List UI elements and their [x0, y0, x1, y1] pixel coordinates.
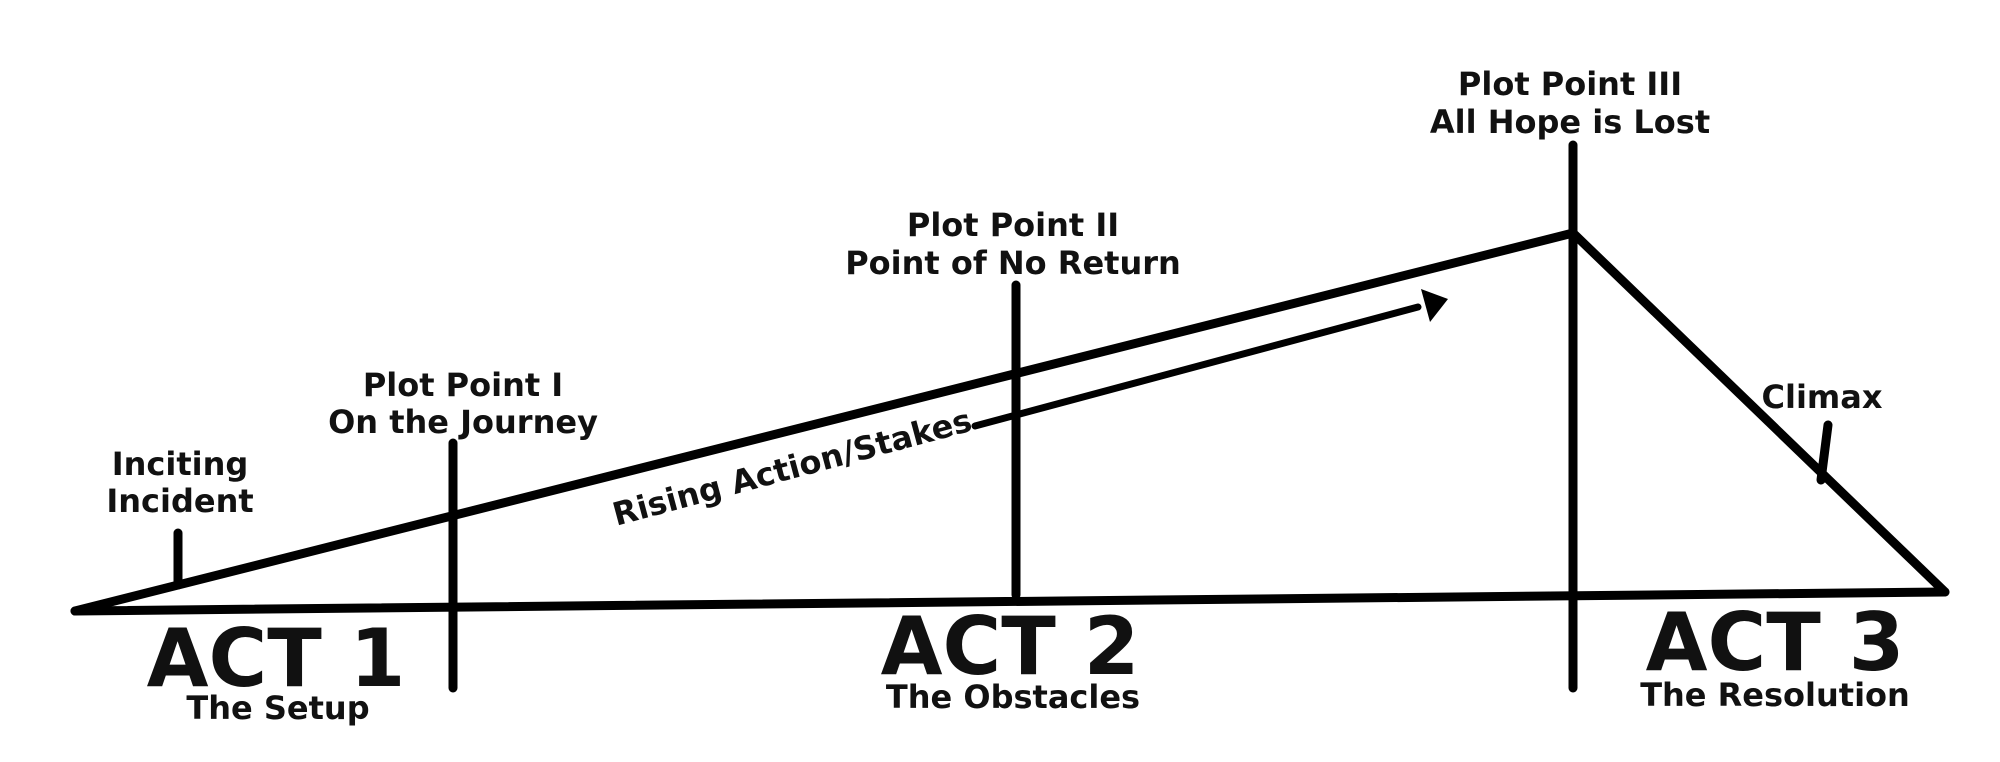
act-2-title: ACT 2	[881, 600, 1140, 693]
act-1-title: ACT 1	[147, 612, 406, 705]
act-3-title: ACT 3	[1646, 596, 1905, 689]
falling-line	[1568, 228, 1950, 597]
act-3-subtitle: The Resolution	[1640, 676, 1910, 714]
plot-point-2-label-line1: Plot Point II	[907, 206, 1119, 244]
baseline	[70, 587, 1950, 616]
climax-marker	[1816, 420, 1833, 485]
climax-label: Climax	[1762, 378, 1883, 416]
rising-action-label: Rising Action/Stakes	[609, 401, 976, 533]
inciting-incident-label-line1: Inciting	[112, 445, 249, 483]
plot-point-2-label-line2: Point of No Return	[845, 244, 1181, 282]
rising-action-arrow-head	[1421, 289, 1448, 322]
rising-line	[70, 228, 1578, 616]
inciting-incident-label-line2: Incident	[106, 482, 253, 520]
plot-point-1-label-line2: On the Journey	[328, 403, 598, 441]
plot-point-3-label-line2: All Hope is Lost	[1430, 103, 1710, 141]
rising-action-arrow-shaft	[971, 303, 1422, 430]
act-2-subtitle: The Obstacles	[886, 678, 1140, 716]
act-1-subtitle: The Setup	[186, 689, 369, 727]
plot-point-1-label-line1: Plot Point I	[363, 366, 563, 404]
plot-point-3-label-line1: Plot Point III	[1458, 65, 1682, 103]
